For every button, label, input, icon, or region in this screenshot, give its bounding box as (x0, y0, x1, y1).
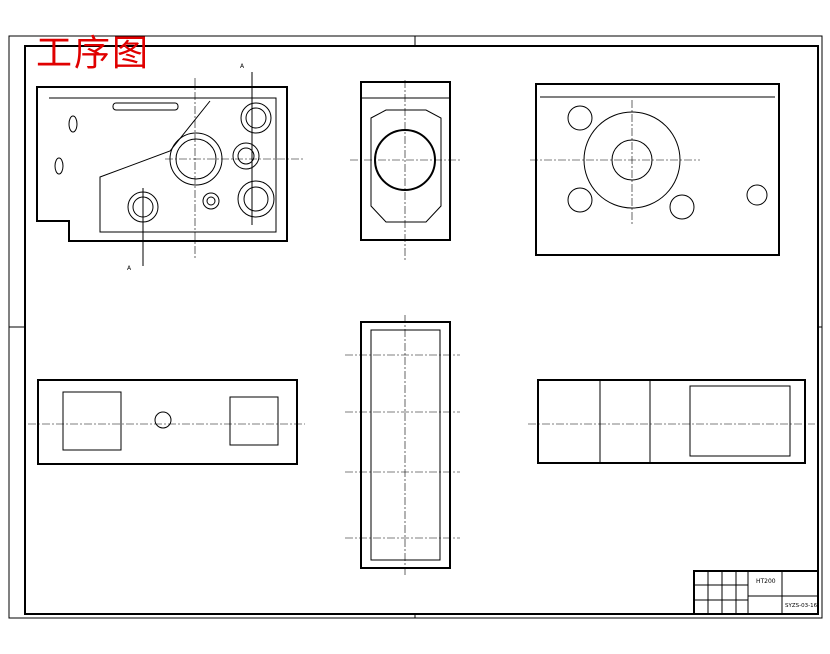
side-view (350, 80, 460, 260)
center-marks (9, 36, 822, 618)
section-label-bottom: A (127, 265, 132, 272)
section-view (345, 315, 460, 575)
drawing-number: SYZS-03-16 (785, 603, 818, 609)
long-section-view (528, 379, 815, 464)
bottom-view (28, 379, 305, 465)
front-view: A A (36, 63, 305, 272)
title-block: HT200 SYZS-03-16 (693, 570, 819, 615)
material-label: HT200 (756, 578, 776, 585)
right-view (530, 83, 780, 256)
drawing-title: 工序图 (36, 33, 151, 74)
outer-border (8, 35, 823, 619)
inner-border (24, 45, 819, 615)
section-label-top: A (240, 63, 245, 70)
